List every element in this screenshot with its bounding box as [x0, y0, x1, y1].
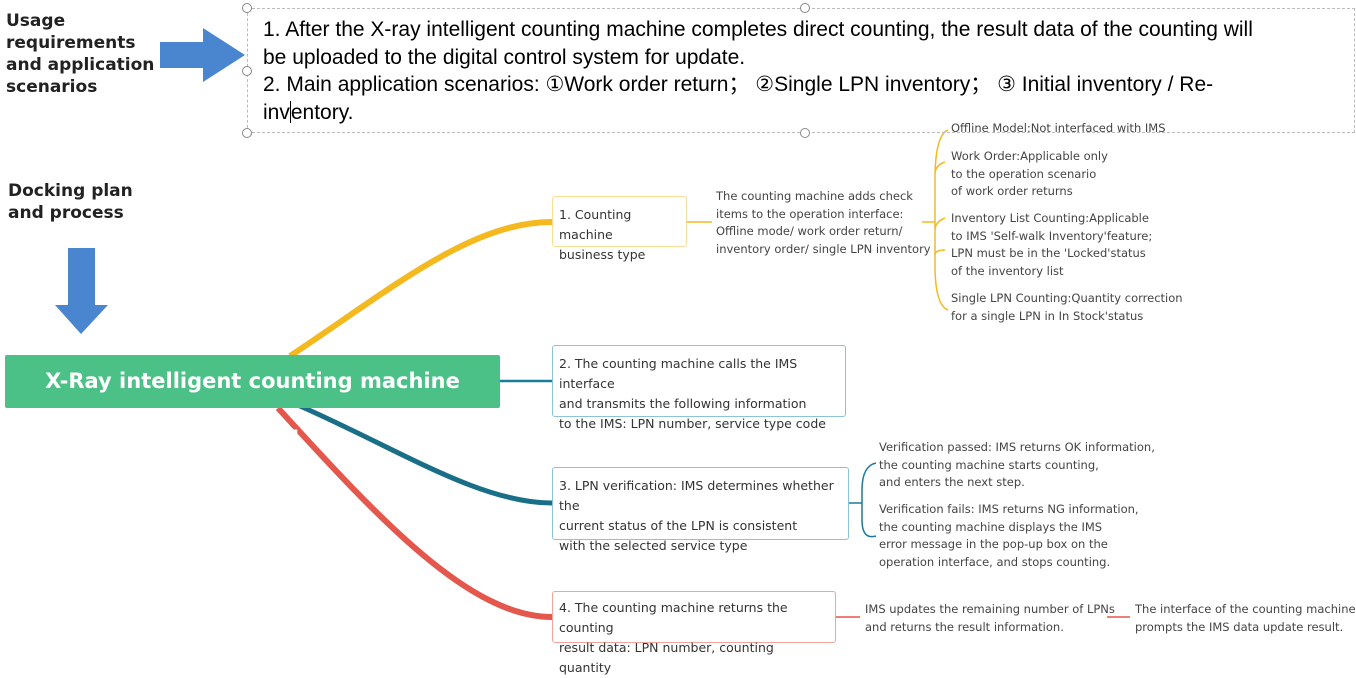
intro-line: be uploaded to the digital control syste…: [263, 45, 746, 69]
branch-1-sub-offline[interactable]: Offline Model:Not interfaced with IMS: [951, 121, 1166, 135]
bracket-b1: [922, 129, 949, 311]
branch-4-node[interactable]: 4. The counting machine returns the coun…: [552, 591, 836, 675]
branch-3-node[interactable]: 3. LPN verification: IMS determines whet…: [552, 467, 849, 553]
bracket-b3: [849, 462, 877, 538]
intro-line: 2. Main application scenarios: ①Work ord…: [263, 73, 1214, 96]
resize-handle[interactable]: [242, 3, 252, 13]
resize-handle[interactable]: [800, 128, 810, 138]
intro-line: inv: [263, 100, 290, 124]
branch-1-sub-work-order[interactable]: Work Order:Applicable only to the operat…: [951, 149, 1108, 198]
root-node[interactable]: X-Ray intelligent counting machine docki…: [5, 355, 500, 446]
resize-handle[interactable]: [242, 66, 252, 76]
intro-line: entory.: [290, 100, 354, 124]
docking-plan-label: Docking plan and process: [8, 181, 133, 223]
right-arrow-icon: [160, 28, 245, 82]
branch-4-step-2[interactable]: The interface of the counting machine pr…: [1135, 602, 1356, 634]
intro-text[interactable]: 1. After the X-ray intelligent counting …: [263, 16, 1353, 126]
branch-2-node[interactable]: 2. The counting machine calls the IMS in…: [552, 345, 846, 431]
branch-3-sub-passed[interactable]: Verification passed: IMS returns OK info…: [879, 440, 1155, 489]
text-cursor: [289, 100, 291, 123]
branch-1-sub-single-lpn[interactable]: Single LPN Counting:Quantity correction …: [951, 291, 1183, 323]
branch-3-sub-fails[interactable]: Verification fails: IMS returns NG infor…: [879, 502, 1139, 569]
connector-branch-1: [288, 219, 553, 359]
down-arrow-icon: [55, 248, 108, 334]
usage-requirements-label: Usage requirements and application scena…: [6, 11, 155, 97]
branch-4-step-1[interactable]: IMS updates the remaining number of LPNs…: [865, 602, 1115, 634]
resize-handle[interactable]: [242, 128, 252, 138]
connectors: [55, 28, 1130, 620]
resize-handle[interactable]: [800, 3, 810, 13]
connector-branch-4: [275, 405, 553, 620]
connector-branch-3: [298, 403, 553, 506]
intro-line: 1. After the X-ray intelligent counting …: [263, 18, 1253, 41]
branch-1-node[interactable]: 1. Counting machine business type: [552, 196, 687, 262]
branch-1-detail[interactable]: The counting machine adds check items to…: [716, 189, 931, 256]
branch-1-sub-inventory-list[interactable]: Inventory List Counting:Applicable to IM…: [951, 211, 1153, 278]
